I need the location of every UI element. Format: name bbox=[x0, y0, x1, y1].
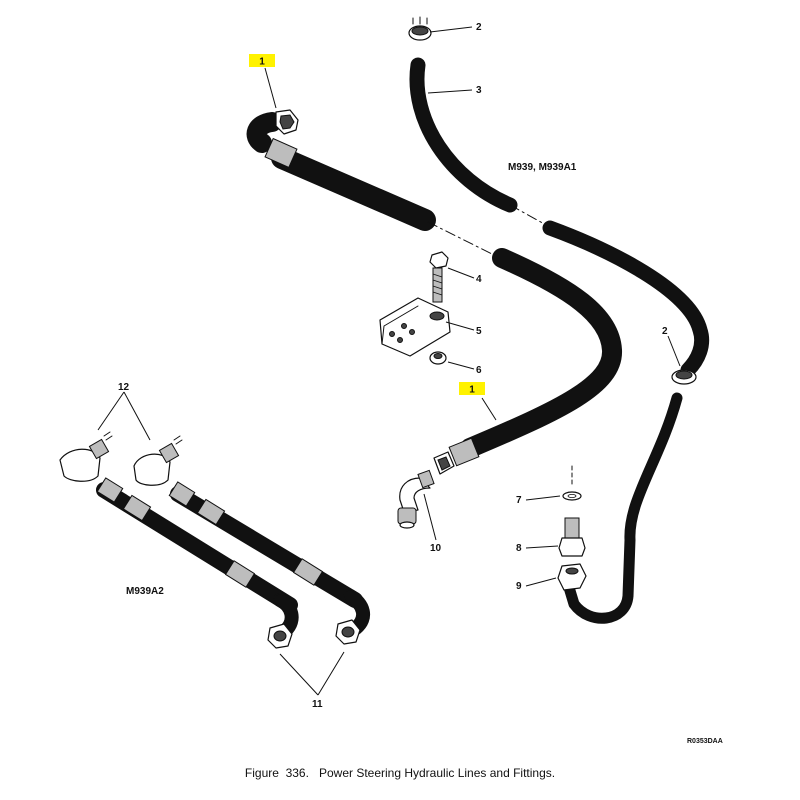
callout-4: 4 bbox=[476, 274, 482, 285]
callout-5: 5 bbox=[476, 326, 482, 337]
clamp-item-2-upper bbox=[408, 16, 432, 41]
bracket-item-5 bbox=[379, 297, 451, 357]
document-id: R0353DAA bbox=[687, 738, 723, 745]
callout-1-top-highlight bbox=[249, 54, 275, 67]
hose-assembly-m939a2-right bbox=[133, 435, 371, 645]
figure-title: Power Steering Hydraulic Lines and Fitti… bbox=[318, 766, 556, 780]
callout-11: 11 bbox=[312, 699, 323, 710]
bolt-item-4 bbox=[429, 251, 449, 303]
tube-line bbox=[562, 392, 683, 624]
washer-item-7 bbox=[562, 465, 582, 501]
callout-6: 6 bbox=[476, 365, 482, 376]
tube-nut-item-9 bbox=[557, 563, 587, 591]
callout-8: 8 bbox=[516, 543, 522, 554]
hose-assembly-m939a2-left bbox=[59, 431, 299, 649]
callout-1-mid-highlight bbox=[459, 382, 485, 395]
hose-assembly-item-1-lower bbox=[433, 248, 622, 475]
callout-3: 3 bbox=[476, 85, 482, 96]
hose-item-3 bbox=[409, 57, 710, 378]
hose-assembly-item-1-upper bbox=[246, 109, 436, 231]
variant-label-m939-m939a1: M939, M939A1 bbox=[508, 162, 577, 173]
callout-10: 10 bbox=[430, 543, 442, 554]
figure-caption: Figure 336. Power Steering Hydraulic Lin… bbox=[0, 766, 800, 780]
callout-9: 9 bbox=[516, 581, 522, 592]
figure-number: Figure 336. bbox=[244, 766, 309, 780]
callout-1-top: 1 bbox=[259, 57, 265, 68]
callout-12: 12 bbox=[118, 382, 130, 393]
adapter-item-8 bbox=[558, 517, 586, 557]
variant-label-m939a2: M939A2 bbox=[126, 586, 164, 597]
callout-2-top: 2 bbox=[476, 22, 482, 33]
nut-item-6 bbox=[429, 351, 447, 365]
callout-7: 7 bbox=[516, 495, 522, 506]
elbow-fitting-item-10 bbox=[397, 469, 435, 529]
callout-2-right: 2 bbox=[662, 326, 668, 337]
clamp-item-2-lower bbox=[671, 369, 697, 385]
callout-1-mid: 1 bbox=[469, 385, 475, 396]
leader-lines bbox=[97, 26, 681, 696]
